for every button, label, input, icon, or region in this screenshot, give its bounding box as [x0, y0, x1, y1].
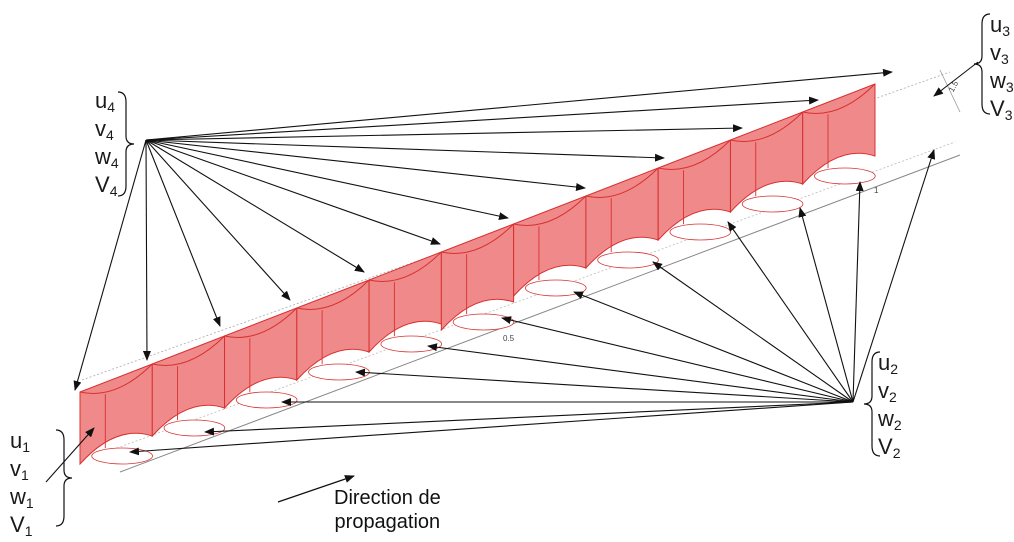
cell-top-arc [730, 111, 804, 142]
brace-group-2 [863, 351, 881, 457]
axis-front-line [119, 154, 961, 473]
g2-V: V2 [878, 434, 901, 462]
cell-face [802, 83, 876, 186]
arrow-from-g2 [798, 207, 854, 403]
arrow-from-g4 [145, 139, 291, 301]
arrow-from-g2 [501, 316, 854, 403]
cell-top-arc [368, 251, 442, 282]
g1-v: v1 [10, 456, 29, 484]
g2-w: w2 [878, 406, 902, 434]
cell-unit [296, 279, 370, 382]
group-2-labels: u2 v2 w2 V2 [878, 352, 902, 464]
cell-top-arc [79, 363, 153, 394]
arrow-from-g2 [204, 401, 854, 436]
axis-tick-label-0-5: 0.5 [503, 334, 515, 343]
g3-V: V3 [990, 96, 1013, 124]
arrow-from-g4 [145, 139, 509, 221]
cell-unit [79, 363, 153, 466]
g1-V: V1 [10, 512, 33, 540]
cell-unit [657, 139, 732, 242]
arrow-from-g4 [145, 124, 743, 141]
arrow-from-g2 [652, 261, 854, 403]
axis-tick-label-1: 1 [874, 186, 879, 195]
cell-face [440, 223, 515, 332]
g3-v: v3 [990, 40, 1009, 68]
brace-group-1 [55, 429, 73, 527]
cell-unit [585, 167, 659, 270]
cell-bottom-notch [741, 195, 804, 213]
cell-bottom-notch [452, 313, 515, 331]
arrow-from-g4 [73, 139, 147, 391]
arrow-from-g1 [45, 427, 95, 483]
cell-unit [440, 223, 515, 332]
brace-group-4 [117, 91, 135, 197]
caption-line-2: propagation [334, 511, 441, 533]
cell-unit [368, 251, 442, 354]
cell-top-arc [152, 335, 225, 366]
g4-V: V4 [95, 172, 118, 200]
arrow-from-g4 [145, 139, 441, 245]
arrow-from-g2 [852, 181, 864, 403]
cell-top-arc [585, 167, 659, 198]
direction-arrow [277, 475, 355, 503]
arrow-from-g4 [145, 139, 665, 162]
g3-w: w3 [990, 68, 1014, 96]
g4-u: u4 [95, 88, 116, 116]
g4-w: w4 [95, 144, 119, 172]
g1-w: w1 [10, 484, 34, 512]
caption-line-1: Direction de [334, 487, 441, 509]
arrow-from-g2 [573, 291, 854, 403]
cell-bottom-notch [525, 279, 587, 297]
cell-bottom-notch [308, 363, 370, 381]
cell-bottom-notch [380, 335, 442, 353]
arrow-from-g2 [129, 401, 854, 456]
diagram-canvas [45, 13, 991, 527]
arrow-from-g4 [142, 139, 151, 361]
g2-u: u2 [878, 350, 899, 378]
group-1-labels: u1 v1 w1 V1 [10, 430, 34, 542]
group-4-labels: u4 v4 w4 V4 [95, 90, 119, 202]
periodic-cells [79, 83, 876, 466]
cell-bottom-notch [814, 167, 876, 185]
arrow-from-g2 [852, 149, 936, 403]
cell-bottom-notch [597, 251, 659, 269]
arrow-from-g4 [145, 139, 365, 273]
direction-caption: Direction de propagation [334, 486, 441, 534]
arrow-from-g4 [145, 139, 221, 327]
cell-top-arc [802, 83, 876, 114]
arrow-from-g4 [145, 139, 586, 191]
cell-bottom-notch [669, 223, 732, 241]
arrow-from-g3 [933, 61, 979, 97]
arrow-from-g2 [355, 368, 854, 403]
arrow-from-g4 [145, 68, 893, 141]
cell-unit [151, 335, 226, 438]
group-braces [55, 13, 991, 527]
axis-end-bar [939, 69, 961, 113]
cell-bottom-notch [91, 447, 153, 465]
cell-top-arc [296, 279, 370, 310]
arrow-from-g2 [727, 221, 854, 403]
g1-u: u1 [10, 428, 31, 456]
cell-top-arc [224, 307, 298, 338]
g2-v: v2 [878, 378, 897, 406]
cell-bottom-notch [163, 419, 226, 437]
cell-top-arc [441, 223, 514, 254]
g3-u: u3 [990, 12, 1011, 40]
brace-group-3 [973, 13, 991, 115]
cell-unit [802, 83, 876, 186]
cell-top-arc [513, 195, 587, 226]
connection-arrows [45, 61, 979, 483]
cell-unit [224, 307, 298, 410]
arrow-from-g2 [427, 343, 854, 403]
arrow-from-g4 [145, 96, 819, 141]
cell-unit [729, 111, 804, 214]
g4-v: v4 [95, 116, 114, 144]
group-3-labels: u3 v3 w3 V3 [990, 14, 1014, 126]
cell-top-arc [658, 139, 731, 170]
cell-bottom-notch [235, 391, 298, 409]
cell-unit [513, 195, 587, 298]
